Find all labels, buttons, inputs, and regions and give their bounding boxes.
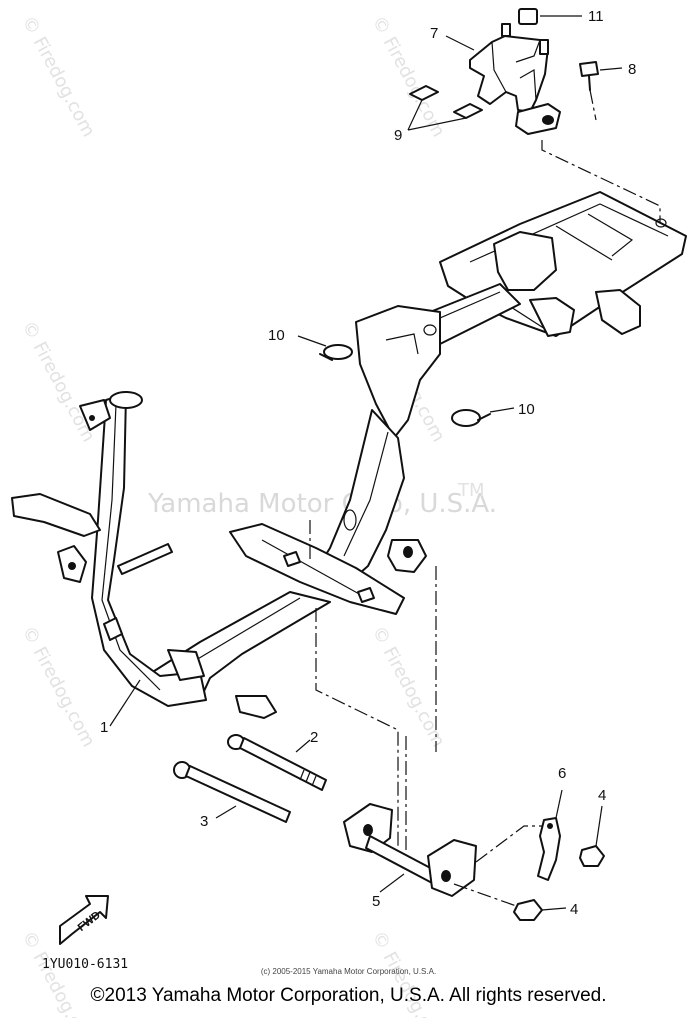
callout-4b: 4 bbox=[570, 901, 578, 918]
pad-9b bbox=[453, 103, 483, 119]
callout-6: 6 bbox=[558, 765, 566, 782]
callout-7: 7 bbox=[430, 25, 438, 42]
diagram-code: 1YU010-6131 bbox=[42, 957, 129, 972]
callout-1: 1 bbox=[100, 719, 108, 736]
cap-11 bbox=[518, 8, 538, 25]
small-copyright: (c) 2005-2015 Yamaha Motor Corporation, … bbox=[260, 967, 437, 976]
handlebar-bracket-assembly bbox=[407, 8, 661, 224]
watermark-site-3: © Firedog.com bbox=[18, 317, 99, 445]
fwd-arrow-icon: FWD bbox=[59, 895, 109, 945]
engine-mount-link-5 bbox=[343, 803, 550, 909]
callout-labels: 1 2 3 4 4 5 6 7 8 9 10 10 11 bbox=[100, 8, 636, 918]
callout-2: 2 bbox=[310, 729, 318, 746]
callout-10b: 10 bbox=[518, 401, 535, 418]
callout-4a: 4 bbox=[598, 787, 606, 804]
bolt-8 bbox=[579, 61, 599, 91]
callout-3: 3 bbox=[200, 813, 208, 830]
watermark-site-1: © Firedog.com bbox=[18, 12, 99, 140]
callout-8: 8 bbox=[628, 61, 636, 78]
watermark-center: Yamaha Motor Corp, U.S.A. bbox=[147, 489, 497, 519]
hose-clip-10b bbox=[451, 407, 515, 427]
nut-4a bbox=[579, 805, 605, 867]
nut-4b bbox=[513, 899, 567, 921]
watermark-site-5: © Firedog.com bbox=[18, 622, 99, 750]
callout-11: 11 bbox=[588, 8, 604, 25]
watermark-tm: TM bbox=[457, 480, 485, 501]
callout-5: 5 bbox=[372, 893, 380, 910]
hose-clip-10a bbox=[297, 335, 353, 361]
watermark-site-6: © Firedog.com bbox=[368, 622, 449, 750]
bolt-3 bbox=[173, 761, 291, 823]
pad-9a bbox=[409, 85, 439, 101]
bolt-2 bbox=[227, 734, 327, 791]
callout-10a: 10 bbox=[268, 327, 285, 344]
main-frame-1 bbox=[11, 191, 687, 719]
plate-6 bbox=[537, 789, 563, 881]
copyright-notice: ©2013 Yamaha Motor Corporation, U.S.A. A… bbox=[90, 985, 607, 1006]
callout-9: 9 bbox=[394, 127, 402, 144]
